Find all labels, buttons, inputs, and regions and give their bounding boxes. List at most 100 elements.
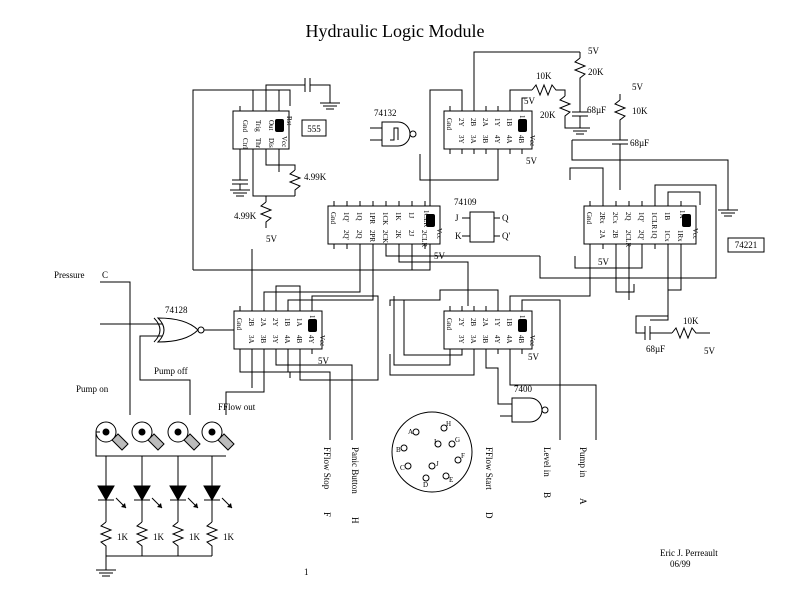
- chip-label-74109: 74109: [454, 197, 477, 207]
- pin-label: Thr: [254, 138, 262, 149]
- pin-label: 1B: [283, 318, 291, 327]
- connector-pin-label: H: [446, 420, 451, 428]
- ff-qn-label: Q': [502, 231, 510, 241]
- signal-fflow-stop: FFlow Stop: [322, 447, 332, 490]
- pin-label: 4A: [283, 335, 291, 344]
- pin-label: 2Y: [271, 318, 279, 327]
- pin-label: 3B: [259, 335, 267, 344]
- resistor-label: 1K: [189, 532, 201, 542]
- ff-j-label: J: [455, 213, 459, 223]
- pin-label: 1K: [394, 212, 402, 221]
- signal-fflow-start-pin: D: [484, 512, 494, 519]
- signal-pump-in: Pump in: [578, 447, 588, 478]
- pin-label: 1B: [505, 118, 513, 127]
- pin-label: 2Y: [457, 118, 465, 127]
- pin-label: 2Rx: [598, 212, 606, 224]
- pin-label: 4A: [505, 335, 513, 344]
- pin-label: 1B: [663, 212, 671, 221]
- pin-label: 1B: [505, 318, 513, 327]
- pin-label: 4B: [517, 335, 525, 344]
- chip-label-7400: 7400: [514, 384, 533, 394]
- pin-label: 2CLR: [624, 230, 632, 247]
- resistor-label: 1K: [153, 532, 165, 542]
- pin-label: Gnd: [241, 120, 249, 133]
- supply-label: 5V: [266, 234, 278, 244]
- pin-label: 2Q': [342, 230, 350, 240]
- pin-label: 2Q: [624, 212, 632, 221]
- pin-label: 1Q': [637, 212, 645, 222]
- resistor-label: 4.99K: [234, 211, 257, 221]
- pin-label: Vcc: [318, 335, 326, 346]
- signal-panic: Panic Button: [350, 447, 360, 494]
- pin-label: Gnd: [445, 118, 453, 131]
- pin-label: Dis: [267, 138, 275, 148]
- pin-label: 2A: [481, 118, 489, 127]
- signal-panic-pin: H: [350, 517, 360, 524]
- chip-74109: Gnd 1Q' 1Q 1PR 1CK 1K 1J 1CLR 2Q' 2Q 2PR…: [327, 201, 443, 249]
- pin-label: Gnd: [445, 318, 453, 331]
- pin-label: 2A: [481, 318, 489, 327]
- supply-label: 5V: [704, 346, 716, 356]
- capacitor-label: 68µF: [630, 138, 649, 148]
- chip-label-74132: 74132: [374, 108, 397, 118]
- supply-label: 5V: [526, 156, 538, 166]
- pin-label: 3Y: [271, 335, 279, 344]
- pin-label: 2Cx: [611, 212, 619, 224]
- pin-label: 1CLR: [422, 210, 430, 227]
- pin-label: 1CK: [381, 212, 389, 225]
- pin-label: 3A: [247, 335, 255, 344]
- connector-pin-label: E: [449, 476, 453, 484]
- signal-fflow-stop-pin: F: [322, 512, 332, 517]
- nand-schmitt-symbol: [370, 121, 417, 147]
- supply-label: 5V: [632, 82, 644, 92]
- chip-quad-bottom: Gnd 2Y 2B 2A 1Y 1B 1A 3Y 3A 3B 4Y 4A 4B …: [443, 306, 536, 354]
- chip-74221: Gnd 2Rx 2Cx 2Q 1Q' 1CLR 1B 1A 2A 2B 2CLR…: [583, 201, 699, 249]
- wires-top-right: [419, 51, 590, 228]
- pin-label: 3Y: [457, 135, 465, 144]
- chip-74128: Gnd 2B 2A 2Y 1B 1A 1Y 3A 3B 3Y 4A 4B 4Y …: [233, 306, 326, 354]
- pin-label: Ctrl: [241, 138, 249, 149]
- pin-label: 3A: [469, 135, 477, 144]
- pin-label: Gnd: [585, 212, 593, 225]
- page-title: Hydraulic Logic Module: [306, 21, 485, 41]
- resistor-label: 10K: [683, 316, 699, 326]
- pin-label: 2Y: [457, 318, 465, 327]
- pin-label: Vcc: [280, 136, 288, 147]
- chip-555: Gnd Trig Out Rst Ctrl Thr Dis Vcc: [232, 106, 293, 154]
- author-name: Eric J. Perreault: [660, 548, 718, 558]
- wires-74221-rc: [571, 94, 738, 217]
- connector-pin-label: C: [400, 464, 405, 472]
- pin-label: Rst: [285, 116, 293, 125]
- led-ladder: [95, 431, 233, 577]
- signal-fflow-out: FFlow out: [218, 402, 256, 412]
- pin-label: 1J: [407, 212, 415, 219]
- page-number: 1: [304, 567, 309, 577]
- pin-label: 3Y: [457, 335, 465, 344]
- pin-label: Vcc: [435, 228, 443, 239]
- pin-label: 1Y: [308, 315, 316, 324]
- pin-label: Trig: [254, 120, 262, 132]
- revision-date: 06/99: [670, 559, 691, 569]
- resistor-label: 1K: [117, 532, 129, 542]
- pin-label: 2B: [469, 318, 477, 327]
- indicator-lamps: [95, 421, 235, 451]
- pin-label: 4A: [505, 135, 513, 144]
- signal-pressure-pin: C: [102, 270, 108, 280]
- pin-label: 3A: [469, 335, 477, 344]
- pin-label: 2B: [247, 318, 255, 327]
- pin-label: 2J: [407, 230, 415, 237]
- led-arrows: [121, 503, 232, 508]
- pin-label: 2A: [598, 230, 606, 239]
- pin-label: 2CLR: [420, 230, 428, 247]
- chip-label-555: 555: [307, 124, 321, 134]
- resistor-label: 20K: [588, 67, 604, 77]
- pin-label: 1PR: [368, 212, 376, 224]
- pin-label: 4Y: [307, 335, 315, 344]
- connector-pin-label: F: [461, 452, 465, 460]
- nor-gate-symbol: [150, 317, 205, 343]
- pin-label: Vcc: [528, 335, 536, 346]
- pin-label: 2CK: [381, 230, 389, 243]
- supply-label: 5V: [588, 46, 600, 56]
- pin-label: 4B: [517, 135, 525, 144]
